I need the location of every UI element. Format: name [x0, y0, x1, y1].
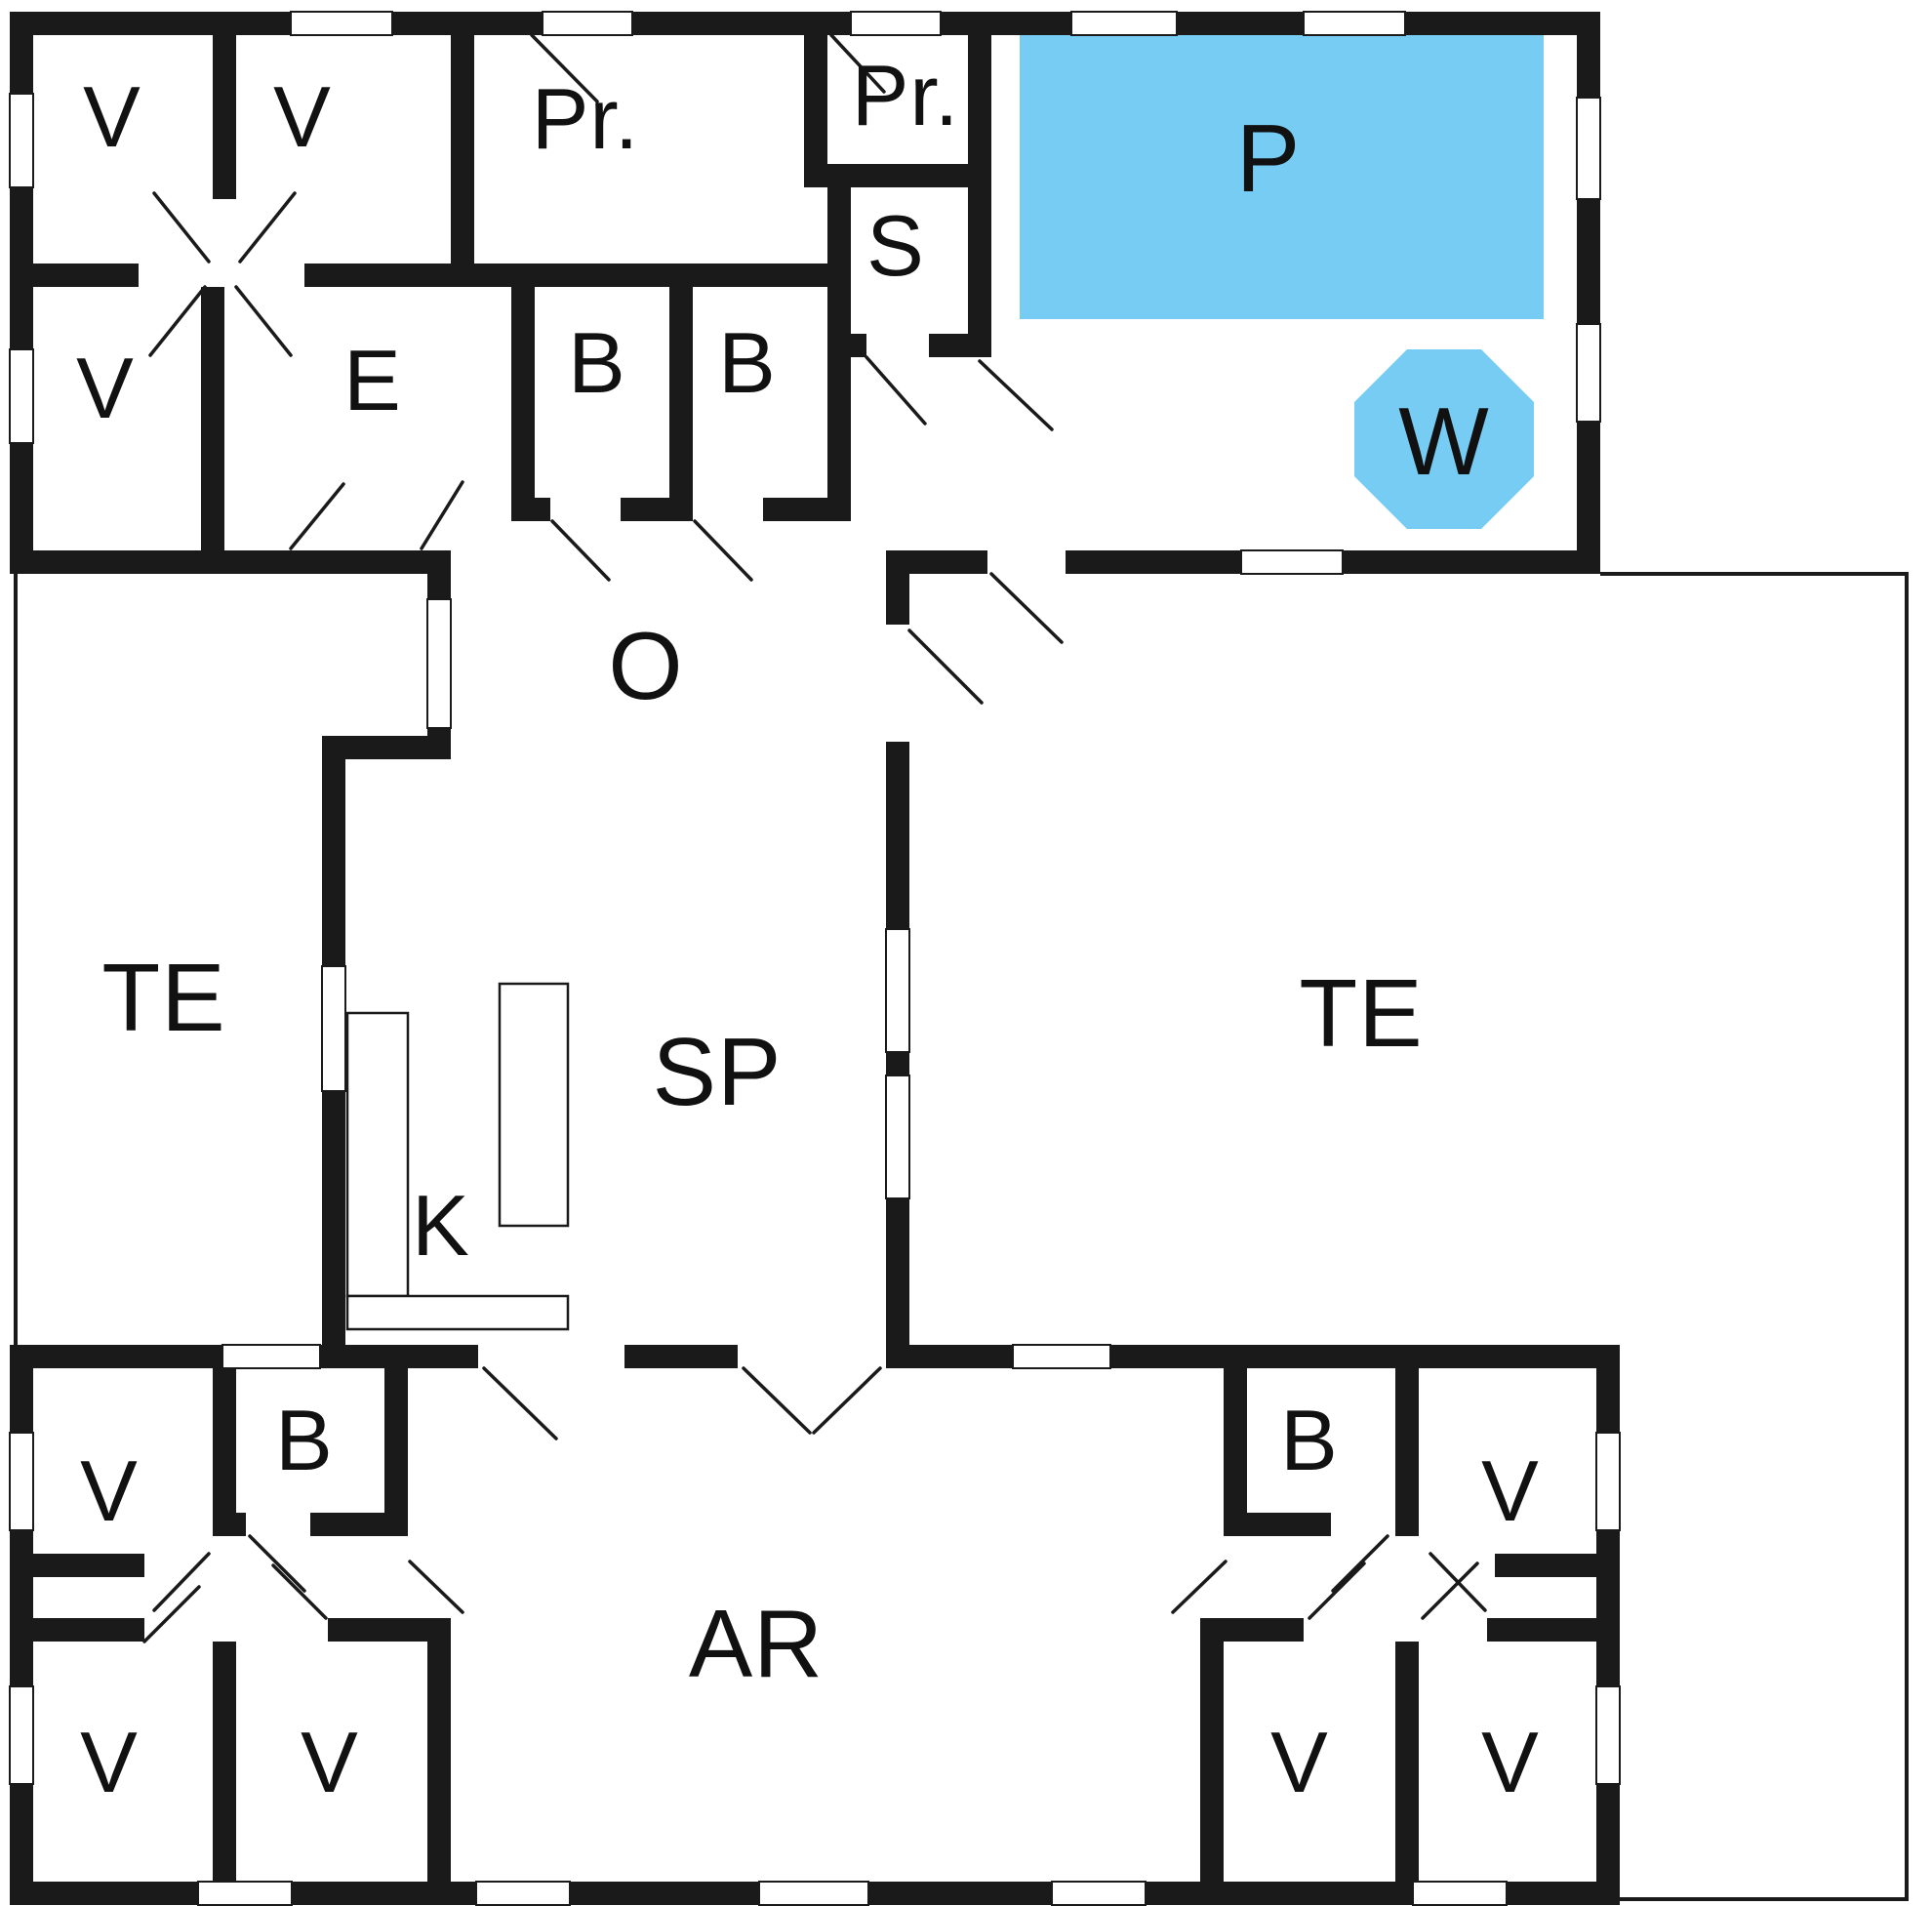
room-label-living: SP [652, 1018, 783, 1125]
interior-walls-bottom-right [1200, 1345, 1620, 1905]
pool-area [1020, 34, 1544, 319]
room-label-entry: E [343, 332, 402, 428]
room-label-pool: P [1235, 104, 1302, 212]
room-label-v-bl-2: V [301, 1714, 359, 1810]
room-label-pr-small: Pr. [851, 47, 960, 143]
room-label-hall: O [608, 612, 684, 719]
room-label-v-top-2: V [273, 68, 332, 165]
room-label-v-top-1: V [83, 68, 141, 165]
door-swings [142, 33, 1487, 1643]
room-label-v-top-3: V [76, 340, 135, 436]
room-label-whirlpool: W [1398, 387, 1490, 495]
room-label-v-bl-1: V [80, 1714, 139, 1810]
room-label-bath-bl: B [275, 1392, 334, 1488]
room-label-sauna: S [866, 197, 925, 294]
room-label-bath-top-2: B [718, 314, 777, 411]
whirlpool-tub [1354, 349, 1534, 529]
windows [9, 11, 1621, 1906]
room-label-bath-br: B [1280, 1392, 1339, 1488]
room-label-kitchen: K [412, 1177, 470, 1274]
room-label-bath-top-1: B [568, 314, 626, 411]
room-label-pr-large: Pr. [531, 70, 640, 167]
room-label-v-br-top: V [1481, 1442, 1540, 1539]
interior-walls-top-wing [10, 12, 991, 574]
room-label-terrace-right: TE [1299, 959, 1424, 1067]
terrace-boundary [14, 572, 1909, 1901]
interior-walls-bottom-left [10, 1345, 451, 1905]
room-label-terrace-left: TE [101, 944, 226, 1051]
room-label-v-br-1: V [1270, 1714, 1329, 1810]
room-label-v-bl-top: V [80, 1442, 139, 1539]
kitchen-counters [345, 982, 570, 1331]
room-label-v-br-2: V [1481, 1714, 1540, 1810]
room-label-activity-room: AR [688, 1590, 825, 1697]
